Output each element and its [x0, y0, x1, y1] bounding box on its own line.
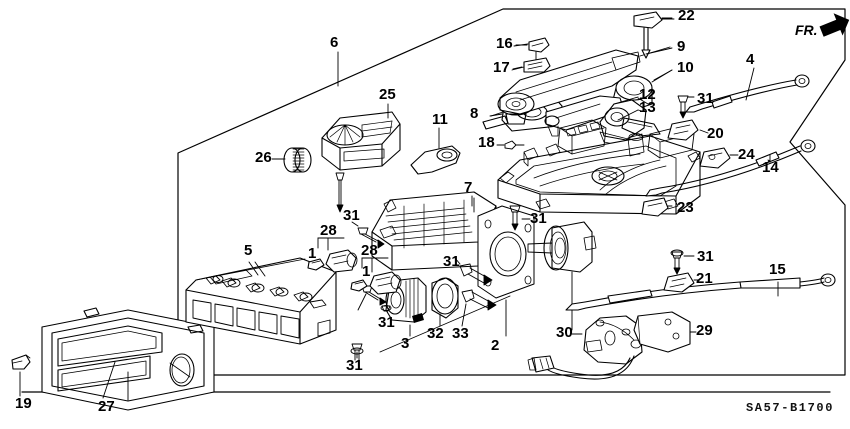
callout-23[interactable]: 23: [677, 199, 694, 216]
part-25-control-cam: [321, 111, 401, 171]
part-15-cable-long: [565, 273, 836, 311]
part-5-control-assembly: [185, 257, 337, 345]
part-18-bolt: [504, 140, 525, 150]
callout-10[interactable]: 10: [677, 59, 694, 76]
part-14-cable-lower: [645, 139, 816, 197]
callout-22[interactable]: 22: [678, 7, 695, 24]
screw-31-resistor: [361, 285, 387, 306]
callout-1b[interactable]: 1: [362, 263, 371, 280]
part-32-lock-nut: [431, 277, 459, 319]
part-27-bezel: [41, 307, 215, 411]
blower-motor: [527, 221, 597, 273]
callout-8[interactable]: 8: [470, 105, 479, 122]
screw-31-mid: [459, 263, 493, 286]
callout-31e[interactable]: 31: [378, 314, 395, 331]
callout-14[interactable]: 14: [762, 159, 779, 176]
callout-31d[interactable]: 31: [443, 253, 460, 270]
callout-27[interactable]: 27: [98, 398, 115, 415]
callout-6[interactable]: 6: [330, 34, 339, 51]
screw-31-top: [677, 95, 689, 119]
callout-19[interactable]: 19: [15, 395, 32, 412]
callout-18[interactable]: 18: [478, 134, 495, 151]
callout-31f[interactable]: 31: [346, 357, 363, 374]
screw-31-clamp: [357, 227, 385, 249]
callout-12[interactable]: 12: [639, 86, 656, 103]
screw-31-cable: [670, 249, 684, 275]
part-28-clamp-a: [325, 249, 358, 273]
callout-29[interactable]: 29: [696, 322, 713, 339]
part-28-clamp-b: [369, 271, 402, 295]
part-20-clip: [667, 119, 699, 141]
part-1-grommet-b: [350, 279, 368, 292]
diagram-part-number: SA57-B1700: [745, 401, 834, 415]
screw-31-core: [509, 205, 521, 231]
callout-7[interactable]: 7: [464, 179, 473, 196]
part-16-clip: [528, 37, 550, 53]
part-4-cable-upper: [685, 74, 810, 113]
callout-26[interactable]: 26: [255, 149, 272, 166]
callout-31b[interactable]: 31: [530, 210, 547, 227]
part-11-lever-arm: [410, 145, 461, 175]
part-7-heater-core: [371, 191, 535, 299]
part-29-cover-plate: [633, 311, 691, 353]
callout-11[interactable]: 11: [432, 111, 448, 128]
callout-13[interactable]: 13: [639, 99, 656, 116]
part-24-clip: [699, 147, 731, 169]
part-23-clip: [641, 197, 669, 217]
callout-28[interactable]: 28: [320, 222, 337, 239]
part-17-bracket: [523, 57, 551, 73]
callout-31a[interactable]: 31: [343, 207, 360, 224]
callout-21[interactable]: 21: [696, 270, 713, 287]
callout-9[interactable]: 9: [677, 38, 686, 55]
part-26-gear: [283, 147, 312, 173]
callout-2[interactable]: 2: [491, 337, 500, 354]
callout-4[interactable]: 4: [746, 51, 755, 68]
callout-31c[interactable]: 31: [697, 90, 714, 107]
callout-15[interactable]: 15: [769, 261, 786, 278]
part-1-grommet-a: [307, 258, 325, 271]
callout-33[interactable]: 33: [452, 325, 469, 342]
part-21-clip: [663, 272, 695, 293]
callout-1[interactable]: 1: [308, 245, 317, 262]
callout-31g[interactable]: 31: [697, 248, 714, 265]
part-9-link-rod: [497, 49, 641, 125]
callout-20[interactable]: 20: [707, 125, 724, 142]
part-19-clip: [11, 354, 31, 370]
callout-17[interactable]: 17: [493, 59, 510, 76]
callout-32[interactable]: 32: [427, 325, 444, 342]
part-30-switch-harness: [527, 315, 643, 380]
callout-28b[interactable]: 28: [361, 242, 378, 259]
front-arrow-icon: [819, 13, 850, 37]
callout-5[interactable]: 5: [244, 242, 253, 259]
callout-3[interactable]: 3: [401, 335, 410, 352]
diagram-boundary: [89, 8, 846, 376]
callout-16[interactable]: 16: [496, 35, 513, 52]
screw-under-cam: [335, 172, 345, 213]
callout-30[interactable]: 30: [556, 324, 573, 341]
callout-24[interactable]: 24: [738, 146, 755, 163]
screw-31-small: [380, 305, 392, 312]
front-orientation-label: FR.: [795, 22, 818, 38]
callout-25[interactable]: 25: [379, 86, 396, 103]
